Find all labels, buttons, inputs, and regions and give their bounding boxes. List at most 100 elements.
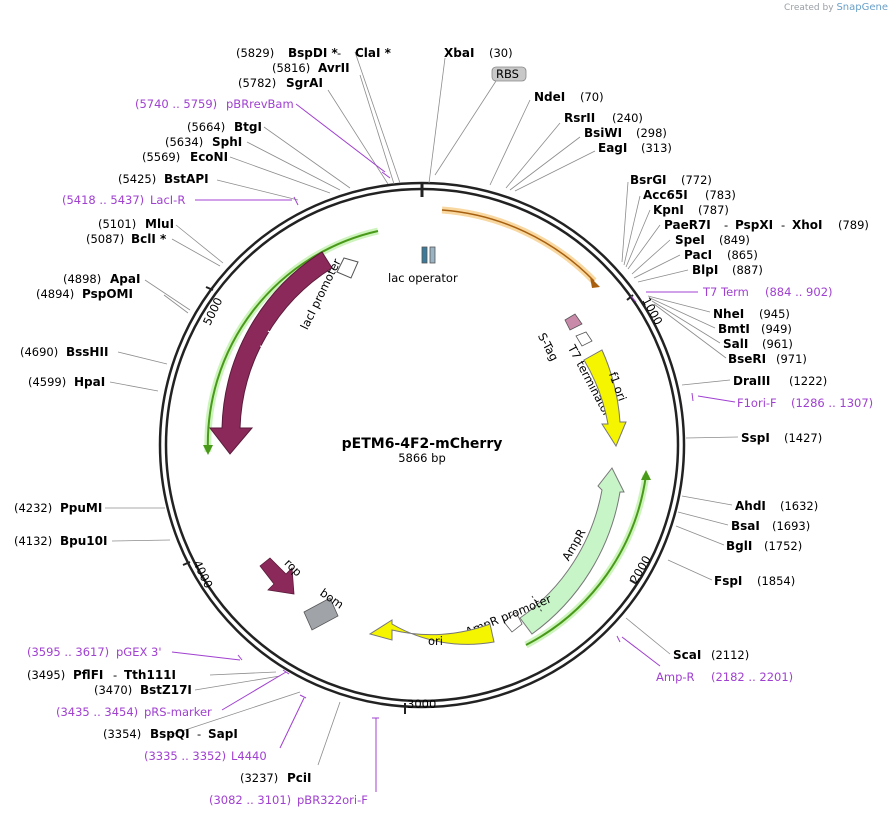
primer-pgex3: pGEX 3' bbox=[116, 645, 162, 659]
ampr-dashed-divider bbox=[531, 595, 543, 613]
green-arc-arrowhead-right bbox=[641, 470, 651, 480]
enzyme-sali-pos: (961) bbox=[762, 337, 793, 351]
ampr-arrow bbox=[519, 467, 625, 635]
enzyme-eagi: EagI bbox=[598, 141, 627, 155]
s-tag-block bbox=[564, 313, 583, 331]
enzyme-apai-pos: (4898) bbox=[63, 272, 101, 286]
enzyme-bsshii-pos: (4690) bbox=[20, 345, 58, 359]
enzyme-econi: EcoNI bbox=[190, 150, 228, 164]
enzyme-tth111i: Tth111I bbox=[124, 668, 176, 682]
enzyme-bgli-pos: (1752) bbox=[764, 539, 802, 553]
enzyme-bmti: BmtI bbox=[718, 322, 750, 336]
enzyme-bstapi-pos: (5425) bbox=[118, 172, 156, 186]
enzyme-bspdi-pos: (5829) bbox=[236, 46, 274, 60]
enzyme-sgrai: SgrAI bbox=[286, 76, 323, 90]
enzyme-sali: SalI bbox=[723, 337, 748, 351]
primer-prs-marker-range: (3435 .. 3454) bbox=[56, 705, 138, 719]
lac-operator-block-a bbox=[421, 246, 428, 264]
enzyme-hpai-pos: (4599) bbox=[28, 375, 66, 389]
enzyme-econi-pos: (5569) bbox=[142, 150, 180, 164]
laci-feature bbox=[208, 251, 359, 455]
enzyme-blpi-pos: (887) bbox=[732, 263, 763, 277]
primer-pbrrevbam: pBRrevBam bbox=[226, 97, 294, 111]
s-tag-label: S-Tag bbox=[535, 330, 561, 363]
enzyme-spei: SpeI bbox=[675, 233, 705, 247]
primer-pbrrevbam-range: (5740 .. 5759) bbox=[135, 97, 217, 111]
primer-l4440-range: (3335 .. 3352) bbox=[144, 749, 226, 763]
enzyme-paci: PacI bbox=[684, 248, 712, 262]
primer-amp-r: Amp-R bbox=[656, 670, 695, 684]
enzyme-acc65i: Acc65I bbox=[643, 188, 688, 202]
enzyme-pflfi: PflFI bbox=[73, 668, 103, 682]
tick-marks bbox=[182, 286, 638, 714]
enzyme-btgi: BtgI bbox=[234, 120, 262, 134]
attribution: Created by SnapGene bbox=[784, 2, 888, 13]
primer-amp-r-range: (2182 .. 2201) bbox=[711, 670, 793, 684]
enzyme-bstz17i: BstZ17I bbox=[140, 683, 192, 697]
bom-block bbox=[303, 597, 339, 631]
ori-arrow bbox=[368, 619, 495, 645]
enzyme-hpai: HpaI bbox=[74, 375, 105, 389]
enzyme-bspqi-pos: (3354) bbox=[103, 727, 141, 741]
enzyme-scai-pos: (2112) bbox=[711, 648, 749, 662]
enzyme-draiii: DraIII bbox=[733, 374, 770, 388]
lac-operator-label: lac operator bbox=[388, 271, 458, 285]
enzyme-bpu10i: Bpu10I bbox=[60, 534, 107, 548]
enzyme-apai: ApaI bbox=[110, 272, 140, 286]
enzyme-bsai: BsaI bbox=[731, 519, 760, 533]
primer-laci-r: LacI-R bbox=[150, 193, 185, 207]
enzyme-draiii-pos: (1222) bbox=[789, 374, 827, 388]
enzyme-bsiwi-pos: (298) bbox=[636, 126, 667, 140]
enzyme-blpi: BlpI bbox=[692, 263, 718, 277]
enzyme-bsrgi-pos: (772) bbox=[681, 173, 712, 187]
enzyme-separator: - bbox=[197, 727, 201, 741]
primer-t7-term: T7 Term bbox=[702, 285, 749, 299]
enzyme-fspi: FspI bbox=[714, 574, 742, 588]
f1-ori-arrow bbox=[583, 349, 627, 448]
enzyme-ppumi: PpuMI bbox=[60, 501, 102, 515]
enzyme-eagi-pos: (313) bbox=[641, 141, 672, 155]
plasmid-length: 5866 bp bbox=[398, 451, 446, 465]
enzyme-clai: ClaI * bbox=[355, 46, 392, 60]
enzyme-rsrii-pos: (240) bbox=[612, 111, 643, 125]
enzyme-kpni: KpnI bbox=[653, 203, 684, 217]
enzyme-sgrai-pos: (5782) bbox=[238, 76, 276, 90]
enzyme-acc65i-pos: (783) bbox=[705, 188, 736, 202]
enzyme-bpu10i-pos: (4132) bbox=[14, 534, 52, 548]
enzyme-bseri: BseRI bbox=[728, 352, 766, 366]
enzyme-ppumi-pos: (4232) bbox=[14, 501, 52, 515]
primer-pbr322ori-f-range: (3082 .. 3101) bbox=[209, 793, 291, 807]
enzyme-scai: ScaI bbox=[673, 648, 701, 662]
enzyme-paci-pos: (865) bbox=[727, 248, 758, 262]
lac-operator-block-b bbox=[429, 246, 436, 264]
enzyme-bsiwi: BsiWI bbox=[584, 126, 622, 140]
enzyme-bcli-pos: (5087) bbox=[86, 232, 124, 246]
enzyme-rsrii: RsrII bbox=[564, 111, 595, 125]
enzyme-mlui-pos: (5101) bbox=[98, 217, 136, 231]
rop-arrow bbox=[259, 557, 295, 595]
primer-f1ori-f-range: (1286 .. 1307) bbox=[791, 396, 873, 410]
enzyme-paer7i-pos: (789) bbox=[838, 218, 869, 232]
enzyme-bsrgi: BsrGI bbox=[630, 173, 667, 187]
enzyme-avrii-pos: (5816) bbox=[272, 61, 310, 75]
enzyme-bstapi: BstAPI bbox=[164, 172, 209, 186]
enzyme-separator: - bbox=[337, 46, 341, 60]
enzyme-pspomi: PspOMI bbox=[82, 287, 133, 301]
enzyme-ndei: NdeI bbox=[534, 90, 565, 104]
enzyme-bmti-pos: (949) bbox=[761, 322, 792, 336]
primer-leaders bbox=[171, 103, 736, 792]
enzyme-xbai: XbaI bbox=[444, 46, 474, 60]
enzyme-pspxi: PspXI bbox=[735, 218, 773, 232]
enzyme-separator: - bbox=[724, 218, 728, 232]
orange-feature-arc bbox=[441, 206, 600, 288]
enzyme-ahdi-pos: (1632) bbox=[780, 499, 818, 513]
enzyme-separator: - bbox=[781, 218, 785, 232]
laci-promoter-arrow bbox=[336, 257, 359, 279]
enzyme-paer7i: PaeR7I bbox=[664, 218, 711, 232]
enzyme-xbai-pos: (30) bbox=[489, 46, 513, 60]
green-arcs bbox=[203, 227, 651, 649]
enzyme-sphi-pos: (5634) bbox=[165, 135, 203, 149]
enzyme-leaders bbox=[105, 51, 739, 766]
laci-arrow bbox=[208, 251, 333, 455]
enzyme-mlui: MluI bbox=[145, 217, 174, 231]
